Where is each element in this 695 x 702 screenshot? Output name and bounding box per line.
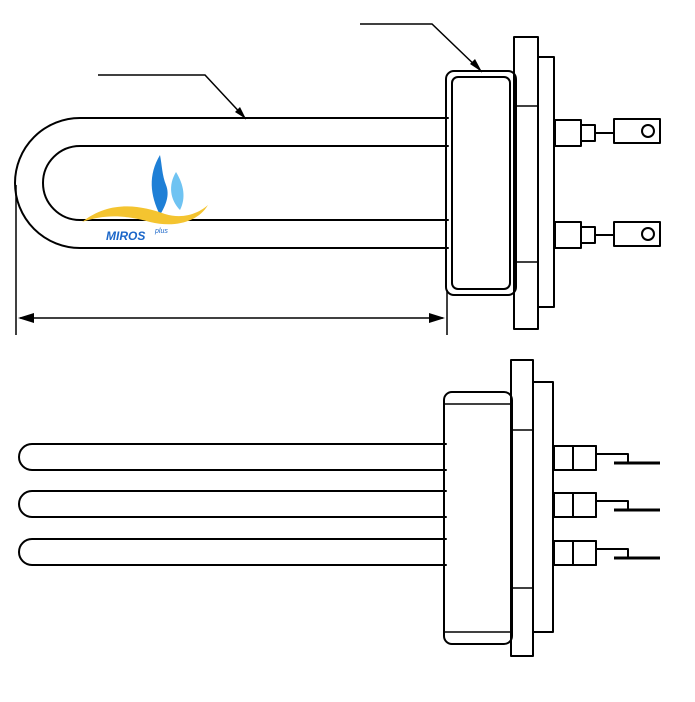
logo-text: MIROS [106, 229, 145, 243]
leader-line-tube [98, 74, 247, 120]
flange-backplate [537, 56, 555, 308]
side-terminal-middle [553, 492, 660, 518]
hex-nut-outer [445, 70, 517, 296]
hex-nut-inner [451, 76, 511, 290]
flange-side [510, 359, 534, 657]
hex-nut-side [443, 391, 513, 645]
tube-middle [18, 490, 447, 518]
flame-icon [151, 155, 168, 215]
tube-upper [18, 443, 447, 471]
flange-side-back [532, 381, 554, 633]
logo-suffix: plus [154, 228, 168, 235]
u-tube-outer-outline [14, 117, 449, 249]
swoosh-icon [82, 205, 208, 225]
u-tube-inner-outline [42, 145, 449, 221]
dimension-arrow-left [18, 313, 34, 323]
dimension-arrow-right [429, 313, 445, 323]
flange-plate [513, 36, 539, 330]
leader-arrowhead-flange [470, 59, 482, 72]
terminal-lower [554, 221, 661, 249]
leader-arrowhead-tube [235, 107, 246, 119]
side-terminal-upper [553, 445, 660, 471]
leader-line-flange [360, 23, 483, 73]
miros-logo: MIROS plus [82, 155, 208, 243]
side-terminal-lower [553, 540, 660, 566]
bottom-view [18, 359, 660, 657]
top-view: MIROS plus [14, 23, 661, 335]
terminal-upper [554, 118, 661, 147]
tube-lower [18, 538, 447, 566]
flame-icon-secondary [171, 172, 184, 210]
